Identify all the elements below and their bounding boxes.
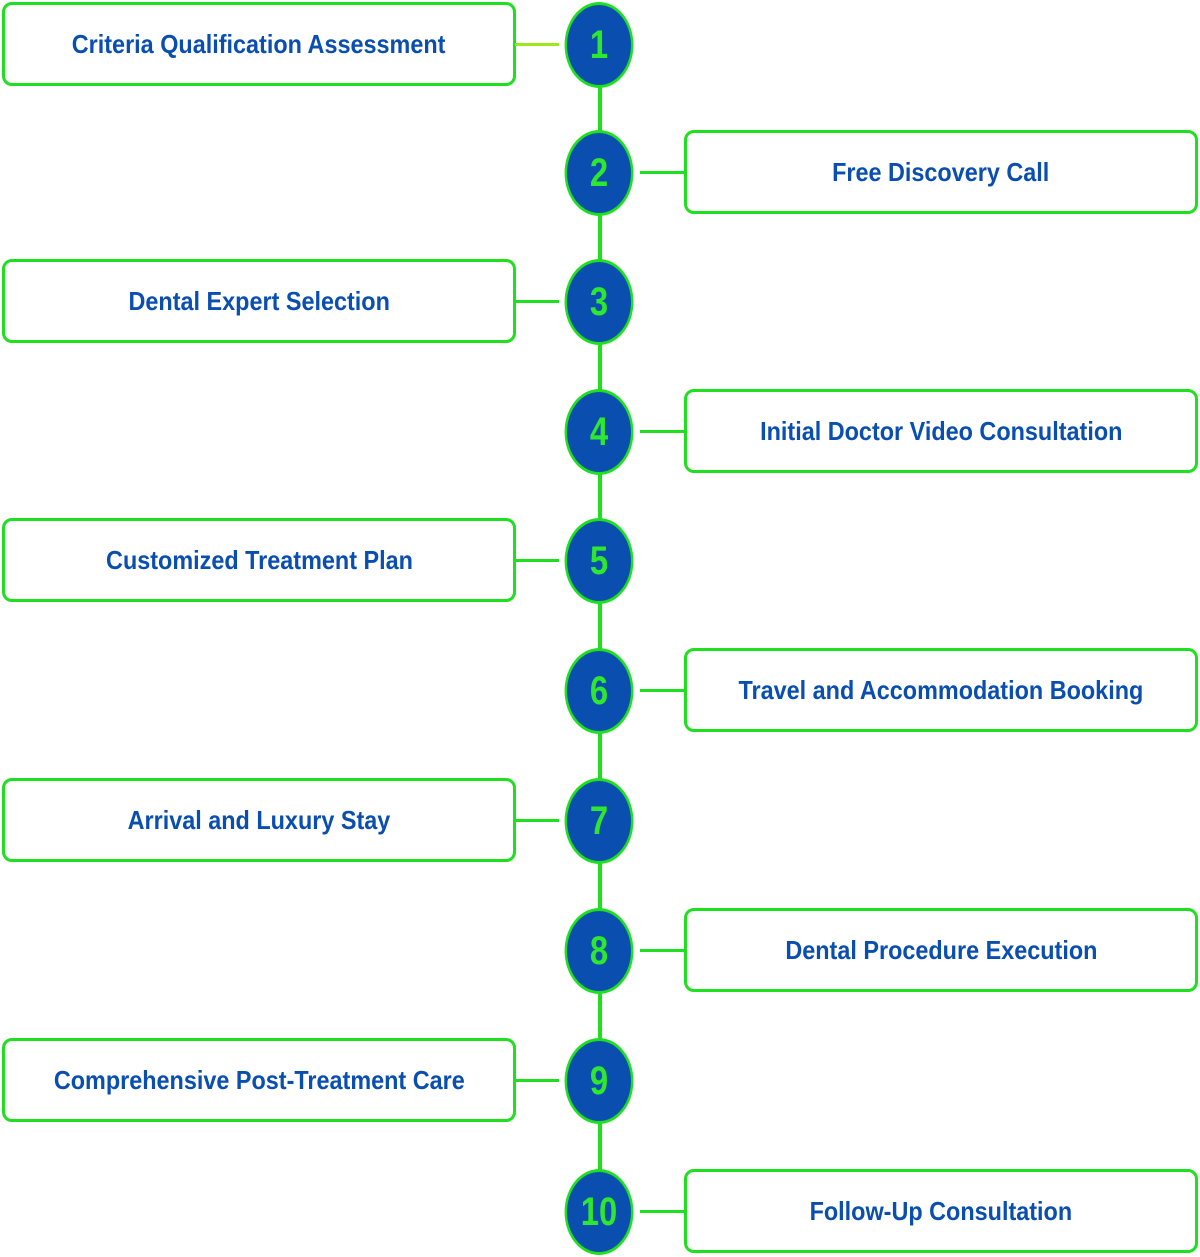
step-3: Dental Expert Selection 3 xyxy=(0,259,1200,345)
step-label-box: Dental Procedure Execution xyxy=(684,908,1198,992)
connector-line xyxy=(640,171,685,174)
connector-line xyxy=(515,559,559,562)
step-label-box: Follow-Up Consultation xyxy=(684,1169,1198,1253)
step-label-box: Free Discovery Call xyxy=(684,130,1198,214)
step-5: Customized Treatment Plan 5 xyxy=(0,518,1200,604)
step-number: 2 xyxy=(589,150,609,195)
step-number: 9 xyxy=(589,1058,609,1103)
connector-line xyxy=(640,430,685,433)
step-label-box: Comprehensive Post-Treatment Care xyxy=(2,1038,516,1122)
step-number-circle: 9 xyxy=(564,1038,634,1124)
step-label-box: Customized Treatment Plan xyxy=(2,518,516,602)
step-label-box: Arrival and Luxury Stay xyxy=(2,778,516,862)
step-number-circle: 8 xyxy=(564,908,634,994)
step-10: 10 Follow-Up Consultation xyxy=(0,1169,1200,1255)
step-label-box: Initial Doctor Video Consultation xyxy=(684,389,1198,473)
step-2: 2 Free Discovery Call xyxy=(0,130,1200,216)
step-number: 8 xyxy=(589,928,609,973)
connector-line xyxy=(515,43,559,46)
step-number: 5 xyxy=(589,538,609,583)
step-label-box: Dental Expert Selection xyxy=(2,259,516,343)
connector-line xyxy=(515,300,559,303)
step-label-box: Travel and Accommodation Booking xyxy=(684,648,1198,732)
step-4: 4 Initial Doctor Video Consultation xyxy=(0,389,1200,475)
step-number-circle: 10 xyxy=(564,1169,634,1255)
step-label: Free Discovery Call xyxy=(832,156,1050,187)
step-number: 7 xyxy=(589,798,609,843)
connector-line xyxy=(515,819,559,822)
step-label: Travel and Accommodation Booking xyxy=(738,674,1144,705)
step-number-circle: 2 xyxy=(564,130,634,216)
step-label-box: Criteria Qualification Assessment xyxy=(2,2,516,86)
step-9: Comprehensive Post-Treatment Care 9 xyxy=(0,1038,1200,1124)
connector-line xyxy=(640,949,685,952)
step-1: Criteria Qualification Assessment 1 xyxy=(0,2,1200,88)
step-number-circle: 3 xyxy=(564,259,634,345)
step-number: 6 xyxy=(589,668,609,713)
step-label: Customized Treatment Plan xyxy=(105,544,413,575)
step-label: Comprehensive Post-Treatment Care xyxy=(53,1064,465,1095)
step-number: 4 xyxy=(589,409,609,454)
step-label: Dental Expert Selection xyxy=(128,285,390,316)
step-number-circle: 1 xyxy=(564,2,634,88)
step-number: 3 xyxy=(589,279,609,324)
step-label: Dental Procedure Execution xyxy=(784,934,1098,965)
step-number-circle: 6 xyxy=(564,648,634,734)
step-label: Follow-Up Consultation xyxy=(809,1195,1073,1226)
connector-line xyxy=(640,689,685,692)
step-number-circle: 7 xyxy=(564,778,634,864)
step-number-circle: 4 xyxy=(564,389,634,475)
step-label: Initial Doctor Video Consultation xyxy=(759,415,1123,446)
step-number: 1 xyxy=(589,22,609,67)
step-number-circle: 5 xyxy=(564,518,634,604)
step-7: Arrival and Luxury Stay 7 xyxy=(0,778,1200,864)
step-label: Criteria Qualification Assessment xyxy=(72,28,446,59)
step-number: 10 xyxy=(580,1189,618,1234)
step-label: Arrival and Luxury Stay xyxy=(127,804,391,835)
connector-line xyxy=(640,1210,685,1213)
timeline-spine xyxy=(598,44,602,1212)
connector-line xyxy=(515,1079,559,1082)
step-6: 6 Travel and Accommodation Booking xyxy=(0,648,1200,734)
step-8: 8 Dental Procedure Execution xyxy=(0,908,1200,994)
